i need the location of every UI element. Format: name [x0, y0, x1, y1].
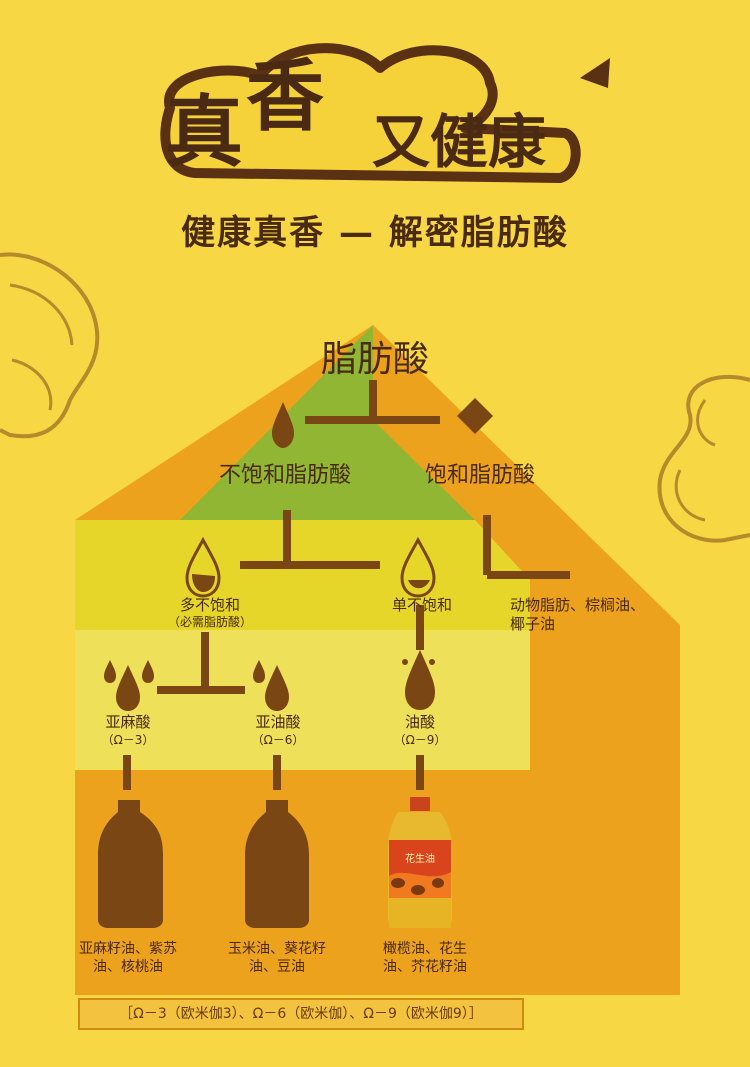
page-subtitle: 健康真香 — 解密脂肪酸	[181, 213, 569, 253]
diamond-icon-saturated	[457, 398, 493, 434]
tree-connectors	[123, 380, 570, 790]
node-linoleic: 亚油酸	[255, 713, 301, 731]
light-yellow-layer	[75, 630, 530, 770]
bottle-right-label: 橄榄油、花生油、芥花籽油	[383, 941, 467, 975]
peanut-oil-bottle	[388, 797, 452, 928]
yellow-layer	[75, 520, 530, 630]
node-unsaturated: 不饱和脂肪酸	[218, 463, 351, 488]
node-poly-note: （必需脂肪酸）	[167, 615, 252, 629]
bottle-middle-label: 玉米油、葵花籽油、豆油	[228, 941, 326, 975]
brand-logo	[160, 43, 610, 183]
product-brand-label: 花生油	[405, 854, 435, 865]
drop-icon-unsaturated	[272, 402, 294, 448]
oil-bottle-middle	[245, 800, 309, 928]
peanut-outline-left	[0, 252, 100, 439]
logo-char-zhen: 真	[165, 88, 244, 178]
right-orange-column	[530, 625, 680, 995]
drops-icon-linoleic	[253, 660, 289, 711]
peanut-outline-right	[657, 374, 750, 543]
node-linoleic-note: （Ω－6）	[251, 733, 305, 747]
drop-icon-poly-fill	[192, 574, 215, 592]
node-saturated: 饱和脂肪酸	[424, 463, 535, 488]
drops-icon-linolenic	[104, 660, 154, 711]
saturated-examples: 动物脂肪、棕榈油、椰子油	[510, 596, 646, 633]
omega-footnote: ［Ω－3（欧米伽3）、Ω－6（欧米伽）、Ω－9（欧米伽9）］	[78, 998, 524, 1030]
drop-icon-poly	[185, 536, 221, 598]
peanut-outline-right-inner	[674, 399, 716, 522]
node-fatty-acid: 脂肪酸	[320, 339, 429, 380]
node-polyunsaturated: 多不饱和	[179, 596, 240, 614]
node-monounsaturated: 单不饱和	[391, 596, 452, 614]
node-oleic: 油酸	[404, 713, 435, 731]
node-linolenic: 亚麻酸	[105, 713, 151, 731]
logo-tagline: 又健康	[372, 108, 547, 176]
drop-icon-mono-fill	[408, 580, 430, 589]
oil-bottle-left	[98, 800, 163, 928]
peanut-outline-left-inner	[9, 283, 74, 411]
node-linolenic-note: （Ω－3）	[101, 733, 155, 747]
drop-icon-mono	[400, 536, 436, 598]
node-oleic-note: （Ω－9）	[393, 733, 447, 747]
bottle-left-label: 亚麻籽油、紫苏油、核桃油	[79, 941, 177, 975]
drops-icon-oleic	[402, 650, 435, 710]
logo-char-xiang: 香	[246, 52, 325, 142]
